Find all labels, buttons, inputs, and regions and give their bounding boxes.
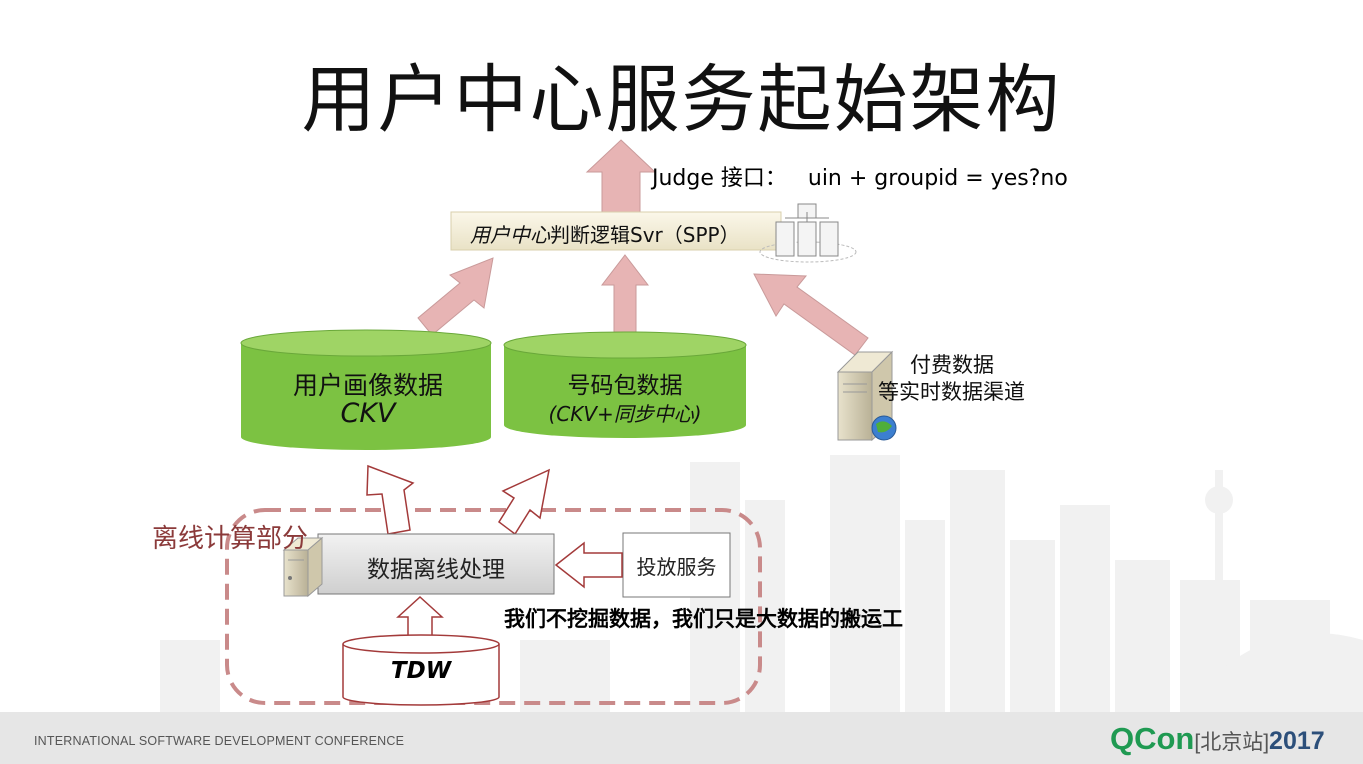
qcon-brand: QCon (1110, 721, 1195, 756)
qcon-site: [北京站] (1194, 731, 1270, 754)
portrait-db-label: 用户画像数据 (292, 371, 443, 400)
delivery-service-box (622, 532, 731, 598)
numberpack-db-label: 号码包数据 (567, 373, 683, 399)
page-title: 用户中心服务起始架构 (301, 57, 1062, 143)
portrait-db-sublabel: CKV (340, 398, 396, 429)
logic-svr-box (450, 211, 782, 251)
delivery-service-label: 投放服务 (636, 555, 717, 579)
logic-svr-label-italic: 用户中心 (470, 223, 550, 247)
numberpack-db-cylinder (503, 331, 747, 438)
paid-data-line1: 付费数据 (910, 353, 994, 377)
numberpack-db-sublabel: (CKV+同步中心) (548, 402, 702, 426)
portrait-db-cylinder (240, 329, 492, 450)
output-arrow (585, 139, 657, 213)
server-icon (282, 536, 324, 598)
offline-section-label: 离线计算部分 (152, 524, 309, 554)
paid-data-line2: 等实时数据渠道 (878, 380, 1025, 404)
footer-bar (0, 712, 1363, 764)
server-globe-icon (836, 350, 897, 442)
footer-conference-text: INTERNATIONAL SOFTWARE DEVELOPMENT CONFE… (34, 734, 405, 748)
tdw-label: TDW (390, 658, 452, 684)
qcon-logo: QCon[北京站]2017 (1110, 721, 1325, 757)
slogan-text: 我们不挖掘数据，我们只是大数据的搬运工 (504, 607, 903, 631)
offline-region (225, 508, 762, 705)
arrow-tdw-to-proc (396, 595, 444, 637)
skyline-background (160, 455, 1363, 712)
offline-processing-label: 数据离线处理 (367, 557, 505, 583)
logic-svr-label-rest: 判断逻辑Svr（SPP） (550, 223, 740, 247)
arrow-paid-to-svr (753, 273, 869, 356)
arrow-numberpack-to-svr (600, 254, 650, 333)
arrow-proc-to-numberpack (497, 468, 551, 536)
server-cluster-icon (759, 203, 857, 263)
arrow-proc-to-portrait (366, 464, 415, 535)
offline-processing-box (317, 533, 555, 595)
logic-svr-label: 用户中心判断逻辑Svr（SPP） (470, 219, 740, 248)
tdw-cylinder (342, 634, 500, 706)
judge-interface-label: Judge 接口： uin + groupid = yes?no (652, 166, 1068, 191)
arrow-delivery-to-proc (554, 541, 623, 589)
qcon-year: 2017 (1269, 727, 1325, 755)
arrow-portrait-to-svr (417, 257, 494, 336)
paid-data-label: 付费数据 等实时数据渠道 (878, 352, 1025, 406)
